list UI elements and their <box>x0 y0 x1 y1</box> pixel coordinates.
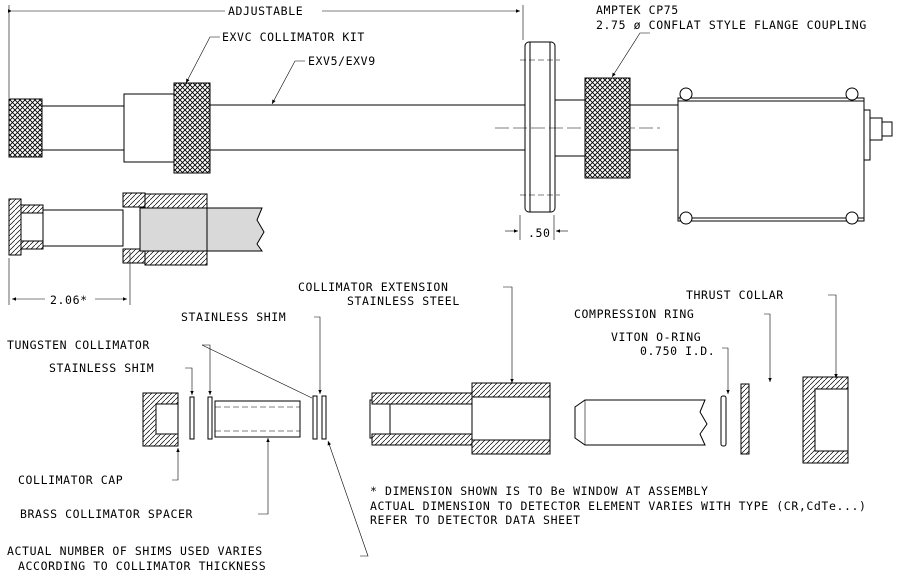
thrust-collar-part <box>802 376 849 464</box>
brass-spacer <box>214 400 301 438</box>
detector-housing <box>677 97 865 222</box>
flange-dimension: .50 <box>505 215 568 240</box>
knurled-collar <box>173 82 211 174</box>
brass-spacer-label: BRASS COLLIMATOR SPACER <box>20 507 193 521</box>
adjustable-dimension: ADJUSTABLE <box>7 4 524 98</box>
shims-note-line2: ACCORDING TO COLLIMATOR THICKNESS <box>18 559 266 573</box>
assembly-notes: * DIMENSION SHOWN IS TO Be WINDOW AT ASS… <box>370 484 867 527</box>
conflat-flange <box>524 41 556 213</box>
mount-hole-3 <box>679 211 693 225</box>
top-labels: EXVC COLLIMATOR KIT EXV5/EXV9 AMPTEK CP7… <box>185 3 867 105</box>
note-line2: ACTUAL DIMENSION TO DETECTOR ELEMENT VAR… <box>370 499 867 513</box>
note-line1: * DIMENSION SHOWN IS TO Be WINDOW AT ASS… <box>370 484 709 498</box>
detector-stub <box>574 399 708 446</box>
note-line3: REFER TO DETECTOR DATA SHEET <box>370 513 581 527</box>
viton-label-line1: VITON O-RING <box>611 330 701 344</box>
tungsten-collimator-label: TUNGSTEN COLLIMATOR <box>7 338 150 352</box>
kit-body <box>123 93 175 163</box>
stainless-shim-3 <box>321 395 327 440</box>
stainless-shim-1 <box>189 396 195 440</box>
kit-label: EXVC COLLIMATOR KIT <box>222 30 365 44</box>
compression-ring-label: COMPRESSION RING <box>574 307 694 321</box>
stainless-shim-left-label: STAINLESS SHIM <box>49 361 154 375</box>
cap-tube <box>41 105 125 151</box>
flange-label-line2: 2.75 ø CONFLAT STYLE FLANGE COUPLING <box>596 18 867 32</box>
mount-hole-2 <box>845 87 859 101</box>
shims-note-line1: ACTUAL NUMBER OF SHIMS USED VARIES <box>7 544 263 558</box>
tungsten-collimator <box>207 396 213 440</box>
mount-hole-1 <box>679 87 693 101</box>
extension-label: EXV5/EXV9 <box>308 54 376 68</box>
viton-o-ring-part <box>720 395 727 447</box>
viton-label-line2: 0.750 I.D. <box>640 344 715 358</box>
collimator-cap-label: COLLIMATOR CAP <box>18 473 123 487</box>
adjustable-label: ADJUSTABLE <box>228 4 303 18</box>
section-dim-label: 2.06* <box>50 293 88 307</box>
stainless-shim-2 <box>312 395 318 440</box>
mount-hole-4 <box>845 211 859 225</box>
collimator-cap <box>142 392 179 447</box>
compression-ring-part <box>740 383 750 455</box>
top-assembly <box>8 41 893 225</box>
knurled-coupling <box>584 77 631 179</box>
collimator-extension-part <box>369 382 551 455</box>
section-view <box>8 192 265 266</box>
knurled-cap-top <box>8 98 43 158</box>
bottom-labels: COLLIMATOR EXTENSION STAINLESS STEEL THR… <box>7 280 838 573</box>
flange-dim-label: .50 <box>528 226 551 240</box>
flange-label-line1: AMPTEK CP75 <box>596 3 679 17</box>
collimator-extension-line2: STAINLESS STEEL <box>347 294 460 308</box>
collimator-extension-line1: COLLIMATOR EXTENSION <box>298 280 448 294</box>
section-dimension: 2.06* <box>8 252 131 307</box>
thrust-collar-label: THRUST COLLAR <box>686 288 784 302</box>
stainless-shim-top-label: STAINLESS SHIM <box>181 310 286 324</box>
